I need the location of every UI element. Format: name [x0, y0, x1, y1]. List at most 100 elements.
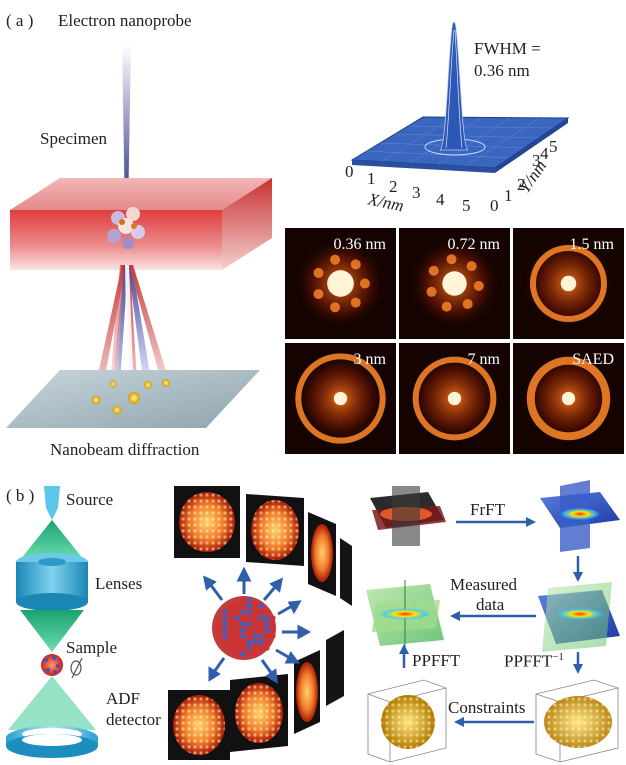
specimen-slab-side	[222, 178, 272, 270]
projection-image	[174, 486, 240, 558]
atom	[258, 609, 264, 615]
ppfft-inverse-text: PPFFT	[504, 651, 553, 671]
projection-image	[340, 538, 352, 606]
tile-spot	[462, 299, 473, 310]
atom	[270, 633, 276, 639]
source-tip	[44, 486, 60, 520]
diffraction-tile: 7 nm	[399, 343, 510, 454]
tile-spot	[330, 254, 341, 265]
tile-spot	[466, 261, 477, 272]
panel-a-label: ( a )	[6, 11, 34, 30]
tile-central-beam	[333, 391, 348, 406]
atom	[228, 627, 234, 633]
atom	[246, 597, 252, 603]
fwhm-label: FWHM =	[474, 39, 541, 58]
atom	[228, 645, 234, 651]
atom	[270, 627, 276, 633]
tile-label: SAED	[572, 351, 614, 368]
tilt-axis-icon	[70, 657, 83, 679]
diffraction-tile: SAED	[513, 343, 624, 454]
tile-pattern	[293, 236, 388, 331]
atom	[252, 615, 258, 621]
tile-spot	[313, 289, 324, 300]
tile-label: 0.72 nm	[447, 236, 500, 253]
y-tick-1: 1	[504, 186, 513, 205]
atom	[252, 603, 258, 609]
projection-image	[246, 494, 304, 566]
tile-spot	[330, 302, 341, 313]
atom	[234, 627, 240, 633]
atom	[240, 639, 246, 645]
atom	[252, 651, 258, 657]
panel-b-label: ( b )	[6, 486, 35, 505]
initial-volume-stack	[370, 486, 446, 546]
tile-spot	[313, 267, 324, 278]
tile-spot	[350, 259, 361, 270]
atom	[234, 621, 240, 627]
atom	[264, 627, 270, 633]
tile-central-beam	[560, 275, 577, 292]
atom	[222, 633, 228, 639]
atom	[234, 609, 240, 615]
diffraction-spots	[91, 379, 170, 415]
tile-ring	[526, 356, 611, 441]
projection-image	[294, 650, 320, 734]
frft-label: FrFT	[470, 500, 505, 519]
fourier-volume	[540, 480, 620, 552]
atom	[252, 639, 258, 645]
atom	[222, 609, 228, 615]
atom	[264, 621, 270, 627]
atom	[234, 633, 240, 639]
electron-beam	[122, 45, 131, 215]
projection-image	[308, 512, 336, 596]
atom	[240, 609, 246, 615]
combined-fourier-volume	[538, 582, 620, 652]
atom	[240, 645, 246, 651]
atom	[240, 651, 246, 657]
x-tick-2: 2	[389, 177, 398, 196]
atom	[246, 645, 252, 651]
atom	[264, 609, 270, 615]
tile-spot	[441, 301, 452, 312]
atom	[240, 597, 246, 603]
atom	[258, 633, 264, 639]
atom	[264, 645, 270, 651]
tile-central-beam	[561, 391, 576, 406]
atom	[270, 615, 276, 621]
tile-ring	[529, 244, 608, 323]
measured-data-label: data	[476, 595, 505, 614]
atom	[240, 633, 246, 639]
atom	[246, 603, 252, 609]
tile-central-beam	[447, 391, 462, 406]
tile-spot	[428, 265, 439, 276]
atom	[240, 615, 246, 621]
atom	[222, 627, 228, 633]
atom	[228, 615, 234, 621]
atom	[216, 621, 222, 627]
tile-pattern	[293, 351, 388, 446]
tile-central-beam	[442, 271, 467, 296]
radial-arrows	[202, 566, 312, 684]
x-tick-4: 4	[436, 190, 445, 209]
atom	[258, 615, 264, 621]
nanobeam-diffraction-label: Nanobeam diffraction	[50, 440, 200, 459]
y-tick-0: 0	[490, 196, 499, 215]
diffraction-tile-grid: 0.36 nm 0.72 nm 1.5 nm 3 nm 7 nm SAED	[285, 228, 626, 454]
projection-image	[168, 690, 230, 760]
y-tick-5: 5	[549, 137, 558, 156]
atom	[252, 645, 258, 651]
atom	[216, 627, 222, 633]
tile-central-beam	[327, 270, 354, 297]
tile-label: 3 nm	[353, 351, 386, 368]
tile-ring	[412, 356, 497, 441]
constraints-label: Constraints	[448, 698, 526, 717]
atom	[222, 615, 228, 621]
ppfft-inverse-label: PPFFT−1	[504, 652, 564, 670]
tile-label: 1.5 nm	[569, 236, 614, 253]
atom	[264, 633, 270, 639]
atom	[246, 633, 252, 639]
adf-label: ADF	[106, 689, 141, 708]
